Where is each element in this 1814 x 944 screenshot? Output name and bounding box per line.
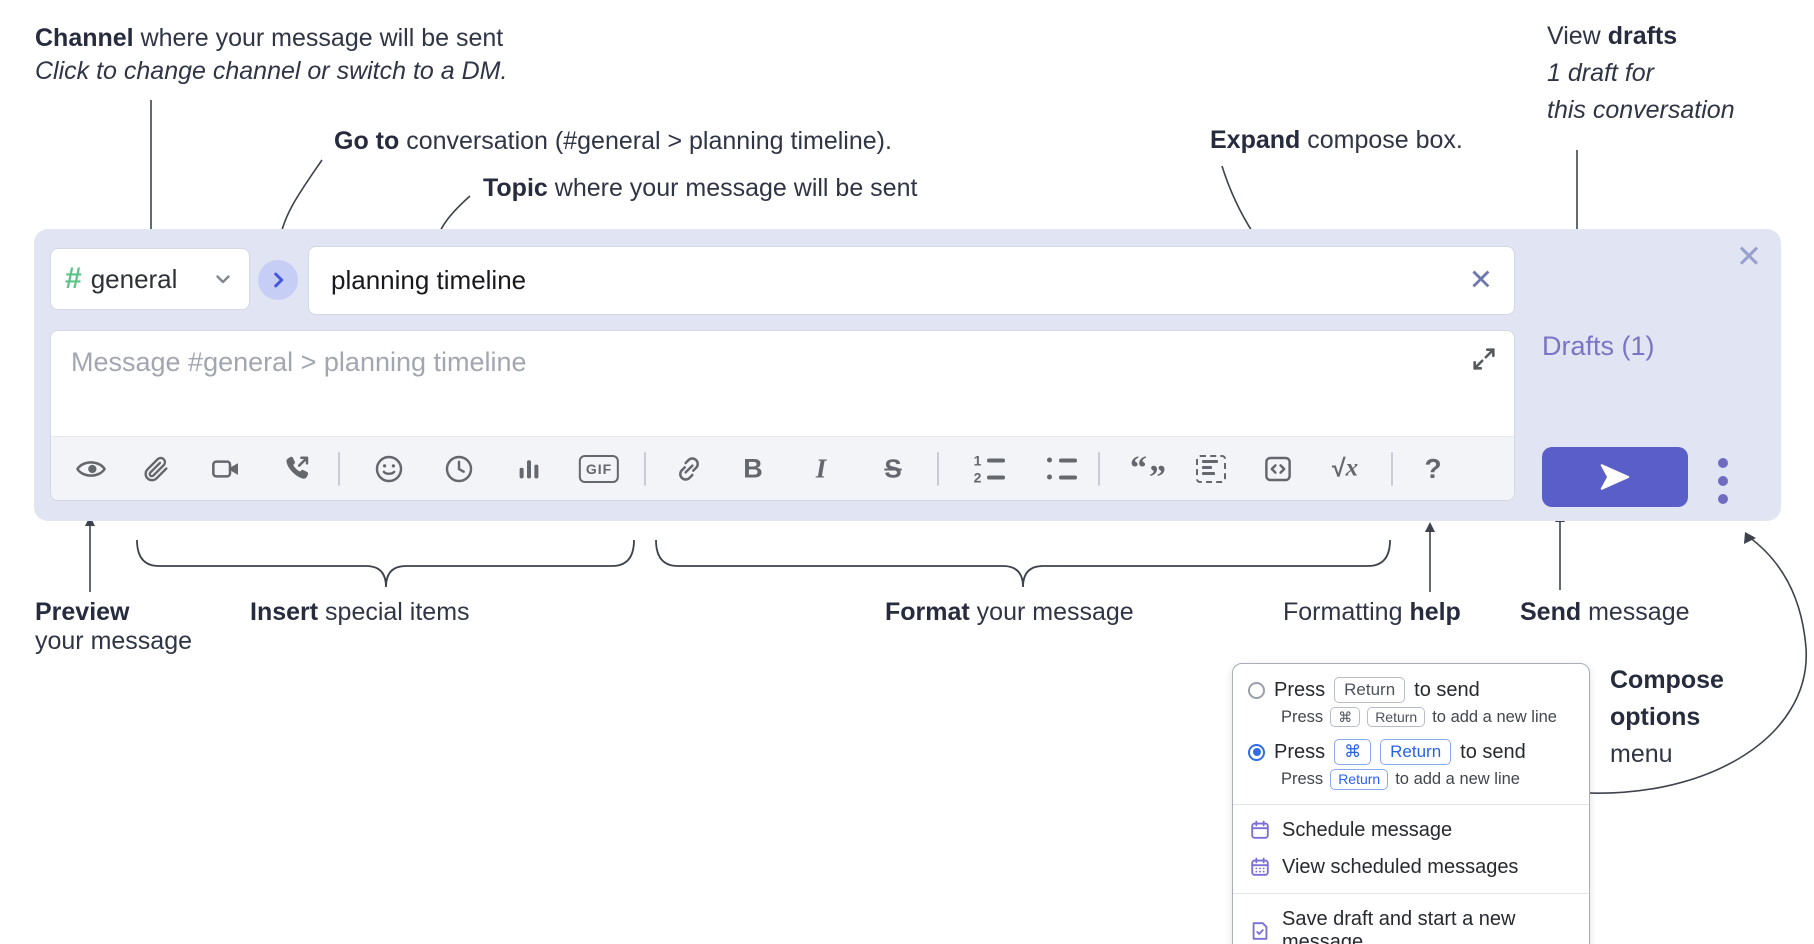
key-cmd: ⌘ (1330, 707, 1361, 728)
option-cmd-enter-to-send[interactable]: Press ⌘ Return to send (1233, 734, 1589, 766)
send-plane-icon (1600, 464, 1630, 490)
message-box: GIF B I S 1 2 (50, 330, 1515, 501)
menu-item-schedule-message[interactable]: Schedule message (1233, 812, 1589, 849)
drafts-link[interactable]: Drafts (1) (1542, 331, 1655, 361)
annotation-topic: Topic where your message will be sent (483, 174, 918, 202)
dot (1718, 458, 1728, 468)
option-enter-to-send-hint: Press ⌘ Return to add a new line (1281, 707, 1557, 728)
code-icon[interactable] (1263, 453, 1294, 484)
gif-icon[interactable]: GIF (578, 454, 620, 483)
menu-item-save-draft[interactable]: Save draft and start a new message (1233, 901, 1589, 944)
calendar-icon (1249, 819, 1271, 841)
bulleted-list-icon[interactable] (1045, 454, 1077, 483)
video-call-icon[interactable] (210, 453, 242, 485)
menu-divider (1233, 892, 1589, 894)
expand-compose-icon[interactable] (1470, 345, 1498, 373)
annotation-format: Format your message (885, 598, 1134, 626)
numbered-list-icon[interactable]: 1 2 (973, 452, 1005, 485)
menu-item-view-scheduled[interactable]: View scheduled messages (1233, 849, 1589, 886)
formatting-help-icon[interactable]: ? (1424, 452, 1442, 484)
key-return: Return (1380, 739, 1452, 766)
compose-options-popup: Press Return to send Press ⌘ Return to a… (1232, 663, 1590, 944)
toolbar-separator (937, 451, 939, 486)
topic-field-wrap: ✕ (308, 246, 1515, 315)
spoiler-icon[interactable] (1196, 454, 1226, 483)
key-cmd: ⌘ (1334, 739, 1372, 766)
annotation-preview: Preview your message (35, 598, 193, 655)
compose-toolbar: GIF B I S 1 2 (51, 436, 1514, 500)
latex-math-icon[interactable]: √x (1331, 454, 1359, 482)
topic-clear-button[interactable]: ✕ (1468, 264, 1493, 296)
group-braces (136, 539, 1391, 588)
bold-icon[interactable]: B (743, 453, 763, 483)
radio-unselected-icon[interactable] (1248, 681, 1265, 699)
menu-divider (1233, 803, 1589, 805)
key-return: Return (1334, 677, 1406, 704)
italic-icon[interactable]: I (815, 453, 827, 483)
link-icon[interactable] (674, 454, 704, 484)
toolbar-separator (1391, 451, 1393, 486)
schedule-clock-icon[interactable] (444, 453, 475, 484)
attach-file-icon[interactable] (141, 454, 171, 484)
channel-hash-icon: # (65, 262, 82, 295)
strikethrough-icon[interactable]: S (884, 453, 902, 483)
preview-icon[interactable] (75, 453, 107, 485)
dot (1718, 476, 1728, 486)
channel-selector[interactable]: # general (50, 248, 250, 310)
dot (1718, 494, 1728, 504)
annotation-send: Send message (1520, 598, 1690, 626)
voice-call-icon[interactable] (281, 454, 311, 484)
radio-selected-icon[interactable] (1248, 743, 1265, 761)
toolbar-separator (338, 451, 340, 486)
go-to-conversation-button[interactable] (258, 260, 298, 300)
annotation-channel: Channel where your message will be sent … (35, 24, 508, 85)
key-return: Return (1330, 769, 1389, 790)
compose-options-menu-button[interactable] (1708, 453, 1738, 509)
channel-name: general (90, 263, 178, 294)
close-compose-button[interactable]: ✕ (1736, 239, 1762, 274)
emoji-icon[interactable] (374, 453, 405, 484)
save-draft-icon (1249, 920, 1271, 942)
chevron-down-icon (211, 267, 235, 291)
chevron-right-icon (274, 272, 284, 288)
compose-box: # general ✕ ✕ (34, 229, 1781, 521)
annotation-insert: Insert special items (250, 598, 470, 626)
poll-chart-icon[interactable] (514, 454, 544, 484)
key-return: Return (1367, 707, 1426, 728)
annotation-expand: Expand compose box. (1210, 126, 1463, 154)
annotation-formatting-help: Formatting help (1283, 598, 1461, 626)
calendar-list-icon (1249, 856, 1271, 878)
annotation-compose-options: Compose options menu (1610, 666, 1724, 768)
toolbar-separator (644, 451, 646, 486)
toolbar-separator (1098, 451, 1100, 486)
option-enter-to-send[interactable]: Press Return to send (1233, 672, 1589, 704)
annotation-view-drafts: View drafts 1 draft for this conversatio… (1547, 22, 1735, 124)
option-cmd-enter-to-send-hint: Press Return to add a new line (1281, 769, 1520, 790)
annotation-goto: Go to conversation (#general > planning … (334, 127, 892, 155)
topic-input[interactable] (308, 246, 1515, 315)
message-input[interactable] (51, 331, 1514, 437)
send-button[interactable] (1542, 447, 1688, 507)
